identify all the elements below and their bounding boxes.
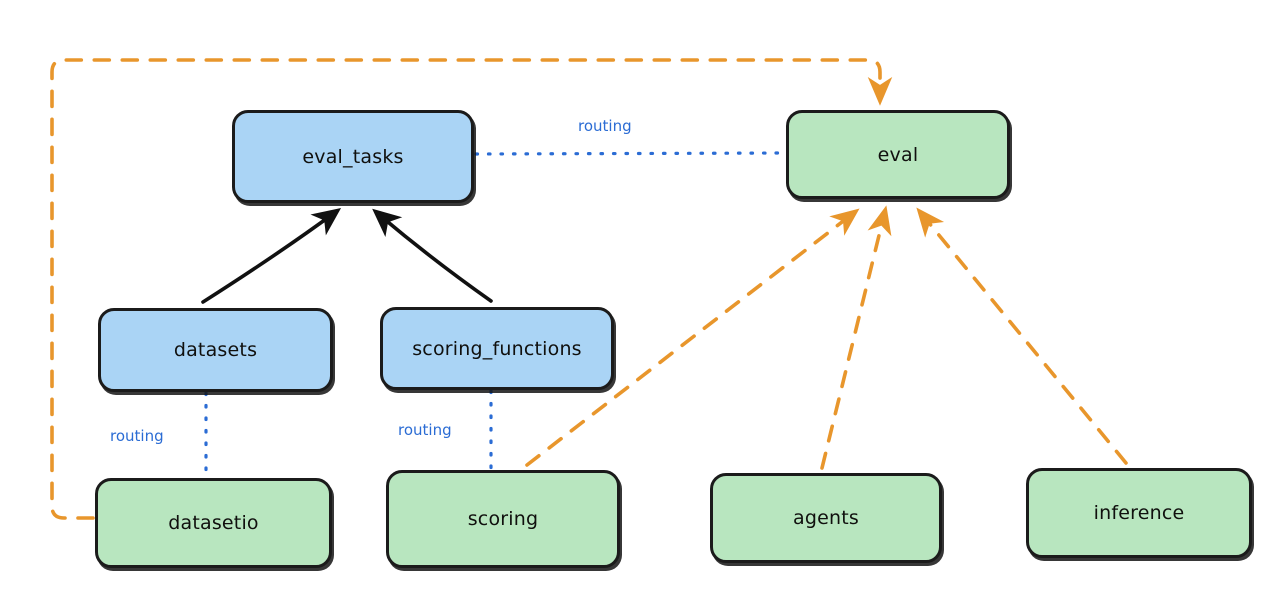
edge-label-routing-eval-tasks: routing bbox=[578, 117, 632, 135]
node-label-inference: inference bbox=[1093, 502, 1185, 524]
edge-label-routing-scoring-functions: routing bbox=[398, 421, 452, 439]
edge-label-routing-datasets: routing bbox=[110, 427, 164, 445]
edge-scoring-to-eval bbox=[525, 208, 860, 467]
edge-datasetio-to-eval bbox=[50, 58, 893, 520]
node-datasets[interactable]: datasets bbox=[98, 308, 333, 392]
edge-inference-to-eval bbox=[916, 207, 1128, 465]
node-label-datasets: datasets bbox=[173, 339, 258, 361]
node-agents[interactable]: agents bbox=[710, 473, 942, 563]
node-scoring[interactable]: scoring bbox=[386, 470, 620, 568]
edge-datasets-to-eval-tasks bbox=[201, 208, 342, 304]
edge-agents-to-eval bbox=[820, 205, 892, 470]
node-label-eval-tasks: eval_tasks bbox=[302, 145, 404, 168]
node-inference[interactable]: inference bbox=[1026, 468, 1252, 558]
node-eval[interactable]: eval bbox=[786, 110, 1010, 199]
node-datasetio[interactable]: datasetio bbox=[95, 478, 332, 568]
node-scoring-functions[interactable]: scoring_functions bbox=[380, 307, 614, 390]
node-label-datasetio: datasetio bbox=[168, 512, 259, 534]
edge-eval-tasks-to-eval bbox=[474, 151, 787, 156]
node-eval-tasks[interactable]: eval_tasks bbox=[232, 110, 474, 203]
node-label-scoring-functions: scoring_functions bbox=[412, 337, 582, 360]
edge-scoring-functions-to-eval-tasks bbox=[372, 208, 493, 303]
node-label-eval: eval bbox=[877, 143, 919, 166]
node-label-scoring: scoring bbox=[467, 508, 539, 530]
node-label-agents: agents bbox=[793, 507, 859, 529]
